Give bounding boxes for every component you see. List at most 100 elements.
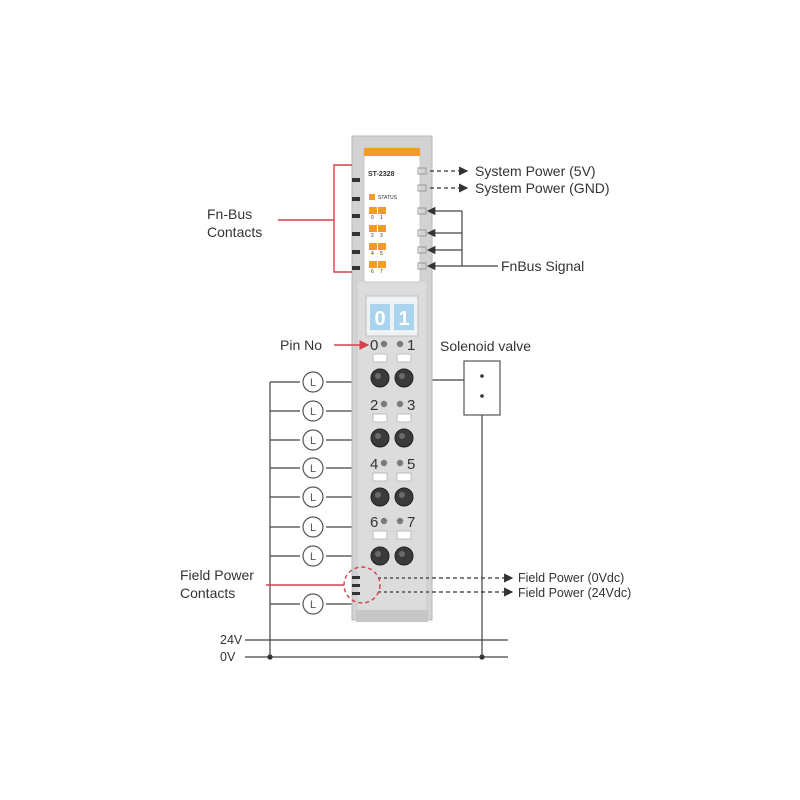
pin-hole xyxy=(380,517,388,525)
status-label: STATUS xyxy=(378,195,398,201)
pin-hole xyxy=(380,459,388,467)
pin-number-2: 2 xyxy=(370,397,378,414)
module-model: ST-2328 xyxy=(368,171,395,178)
terminal-socket-highlight xyxy=(375,492,381,498)
pin-number-7: 7 xyxy=(407,514,415,531)
pin-hole xyxy=(380,340,388,348)
channel-led-label: 6 xyxy=(371,269,374,275)
release-tab xyxy=(372,472,388,482)
label-solenoid-valve: Solenoid valve xyxy=(440,338,531,354)
channel-led-label: 4 xyxy=(371,251,374,257)
label-field-power-24v: Field Power (24Vdc) xyxy=(518,586,631,600)
channel-led-label: 2 xyxy=(371,233,374,239)
label-pin-no: Pin No xyxy=(280,337,322,353)
lamp-symbol: L xyxy=(310,522,316,534)
lamp xyxy=(302,457,324,479)
lamp-symbol: L xyxy=(310,377,316,389)
channel-led xyxy=(369,243,377,250)
terminal-socket-highlight xyxy=(399,433,405,439)
fnbus-signal-arrows xyxy=(426,206,498,271)
channel-led xyxy=(369,207,377,214)
channel-led xyxy=(378,261,386,268)
lamp-symbol: L xyxy=(310,463,316,475)
channel-display-0-text: 0 xyxy=(374,308,385,330)
field-wiring: L L L L L L L xyxy=(245,371,508,660)
pin-hole xyxy=(396,400,404,408)
label-field-power-contacts-line1: Field Power xyxy=(180,567,254,583)
pin-hole xyxy=(396,517,404,525)
lamp-symbol: L xyxy=(310,435,316,447)
fnbus-contact-pins xyxy=(352,178,360,270)
terminal-socket-highlight xyxy=(375,551,381,557)
release-tab xyxy=(372,353,388,363)
pin-hole xyxy=(396,340,404,348)
release-tab xyxy=(396,413,412,423)
module-foot xyxy=(356,610,428,622)
lamp-rows: L L L L L L L xyxy=(270,371,372,567)
release-tab xyxy=(396,472,412,482)
field-power-arrows xyxy=(432,573,514,597)
channel-led xyxy=(369,261,377,268)
terminal-socket-highlight xyxy=(375,373,381,379)
channel-led-label: 1 xyxy=(380,215,383,221)
terminal-socket-highlight xyxy=(399,492,405,498)
label-fnbus-contacts-line2: Contacts xyxy=(207,224,262,240)
label-field-power-contacts-line2: Contacts xyxy=(180,585,235,601)
status-led xyxy=(369,194,375,200)
field-power-contacts-callout xyxy=(266,566,381,604)
solenoid-valve-box xyxy=(463,360,501,416)
channel-led xyxy=(378,225,386,232)
lamp xyxy=(302,486,324,508)
terminal-socket-highlight xyxy=(375,433,381,439)
lamp xyxy=(302,371,324,393)
label-fnbus-contacts-line1: Fn-Bus xyxy=(207,206,252,222)
label-system-power-5v: System Power (5V) xyxy=(475,163,596,179)
channel-led xyxy=(378,243,386,250)
pin-hole xyxy=(380,400,388,408)
release-tab xyxy=(372,530,388,540)
lamp-field-power: L xyxy=(302,593,324,615)
channel-led-label: 0 xyxy=(371,215,374,221)
label-fnbus-signal: FnBus Signal xyxy=(501,258,584,274)
lamp-symbol: L xyxy=(310,492,316,504)
label-field-power-0v: Field Power (0Vdc) xyxy=(518,571,624,585)
label-rail-24v: 24V xyxy=(220,633,243,647)
lamp-symbol: L xyxy=(310,551,316,563)
module-label-panel xyxy=(363,147,421,283)
channel-led xyxy=(378,207,386,214)
pin-number-6: 6 xyxy=(370,514,378,531)
label-system-power-gnd: System Power (GND) xyxy=(475,180,610,196)
terminal-socket-highlight xyxy=(399,373,405,379)
lamp xyxy=(302,516,324,538)
terminal-blocks: 0 1 2 3 4 5 6 7 xyxy=(370,337,415,566)
solenoid-valve xyxy=(463,360,501,416)
lamp xyxy=(302,429,324,451)
lamp xyxy=(302,400,324,422)
release-tab xyxy=(396,353,412,363)
channel-led-label: 5 xyxy=(380,251,383,257)
channel-display-1 xyxy=(394,304,414,330)
channel-display-1-text: 1 xyxy=(398,308,409,330)
release-tab xyxy=(396,530,412,540)
pin-number-1: 1 xyxy=(407,337,415,354)
pin-number-3: 3 xyxy=(407,397,415,414)
channel-display-0 xyxy=(370,304,390,330)
field-power-contact-pins xyxy=(352,576,360,595)
module-housing-inner xyxy=(358,282,426,620)
channel-led-label: 3 xyxy=(380,233,383,239)
lamp-symbol: L xyxy=(310,599,316,611)
fnbus-contacts-callout xyxy=(278,164,352,273)
pin-hole xyxy=(396,459,404,467)
module-top-stripe xyxy=(364,148,420,156)
module-side-contacts xyxy=(417,167,427,270)
lamp-symbol: L xyxy=(310,406,316,418)
release-tab xyxy=(372,413,388,423)
pin-number-0: 0 xyxy=(370,337,378,354)
terminal-socket-highlight xyxy=(399,551,405,557)
system-power-arrows xyxy=(430,166,469,193)
label-rail-0v: 0V xyxy=(220,650,236,664)
pin-number-5: 5 xyxy=(407,456,415,473)
pin-number-4: 4 xyxy=(370,456,378,473)
